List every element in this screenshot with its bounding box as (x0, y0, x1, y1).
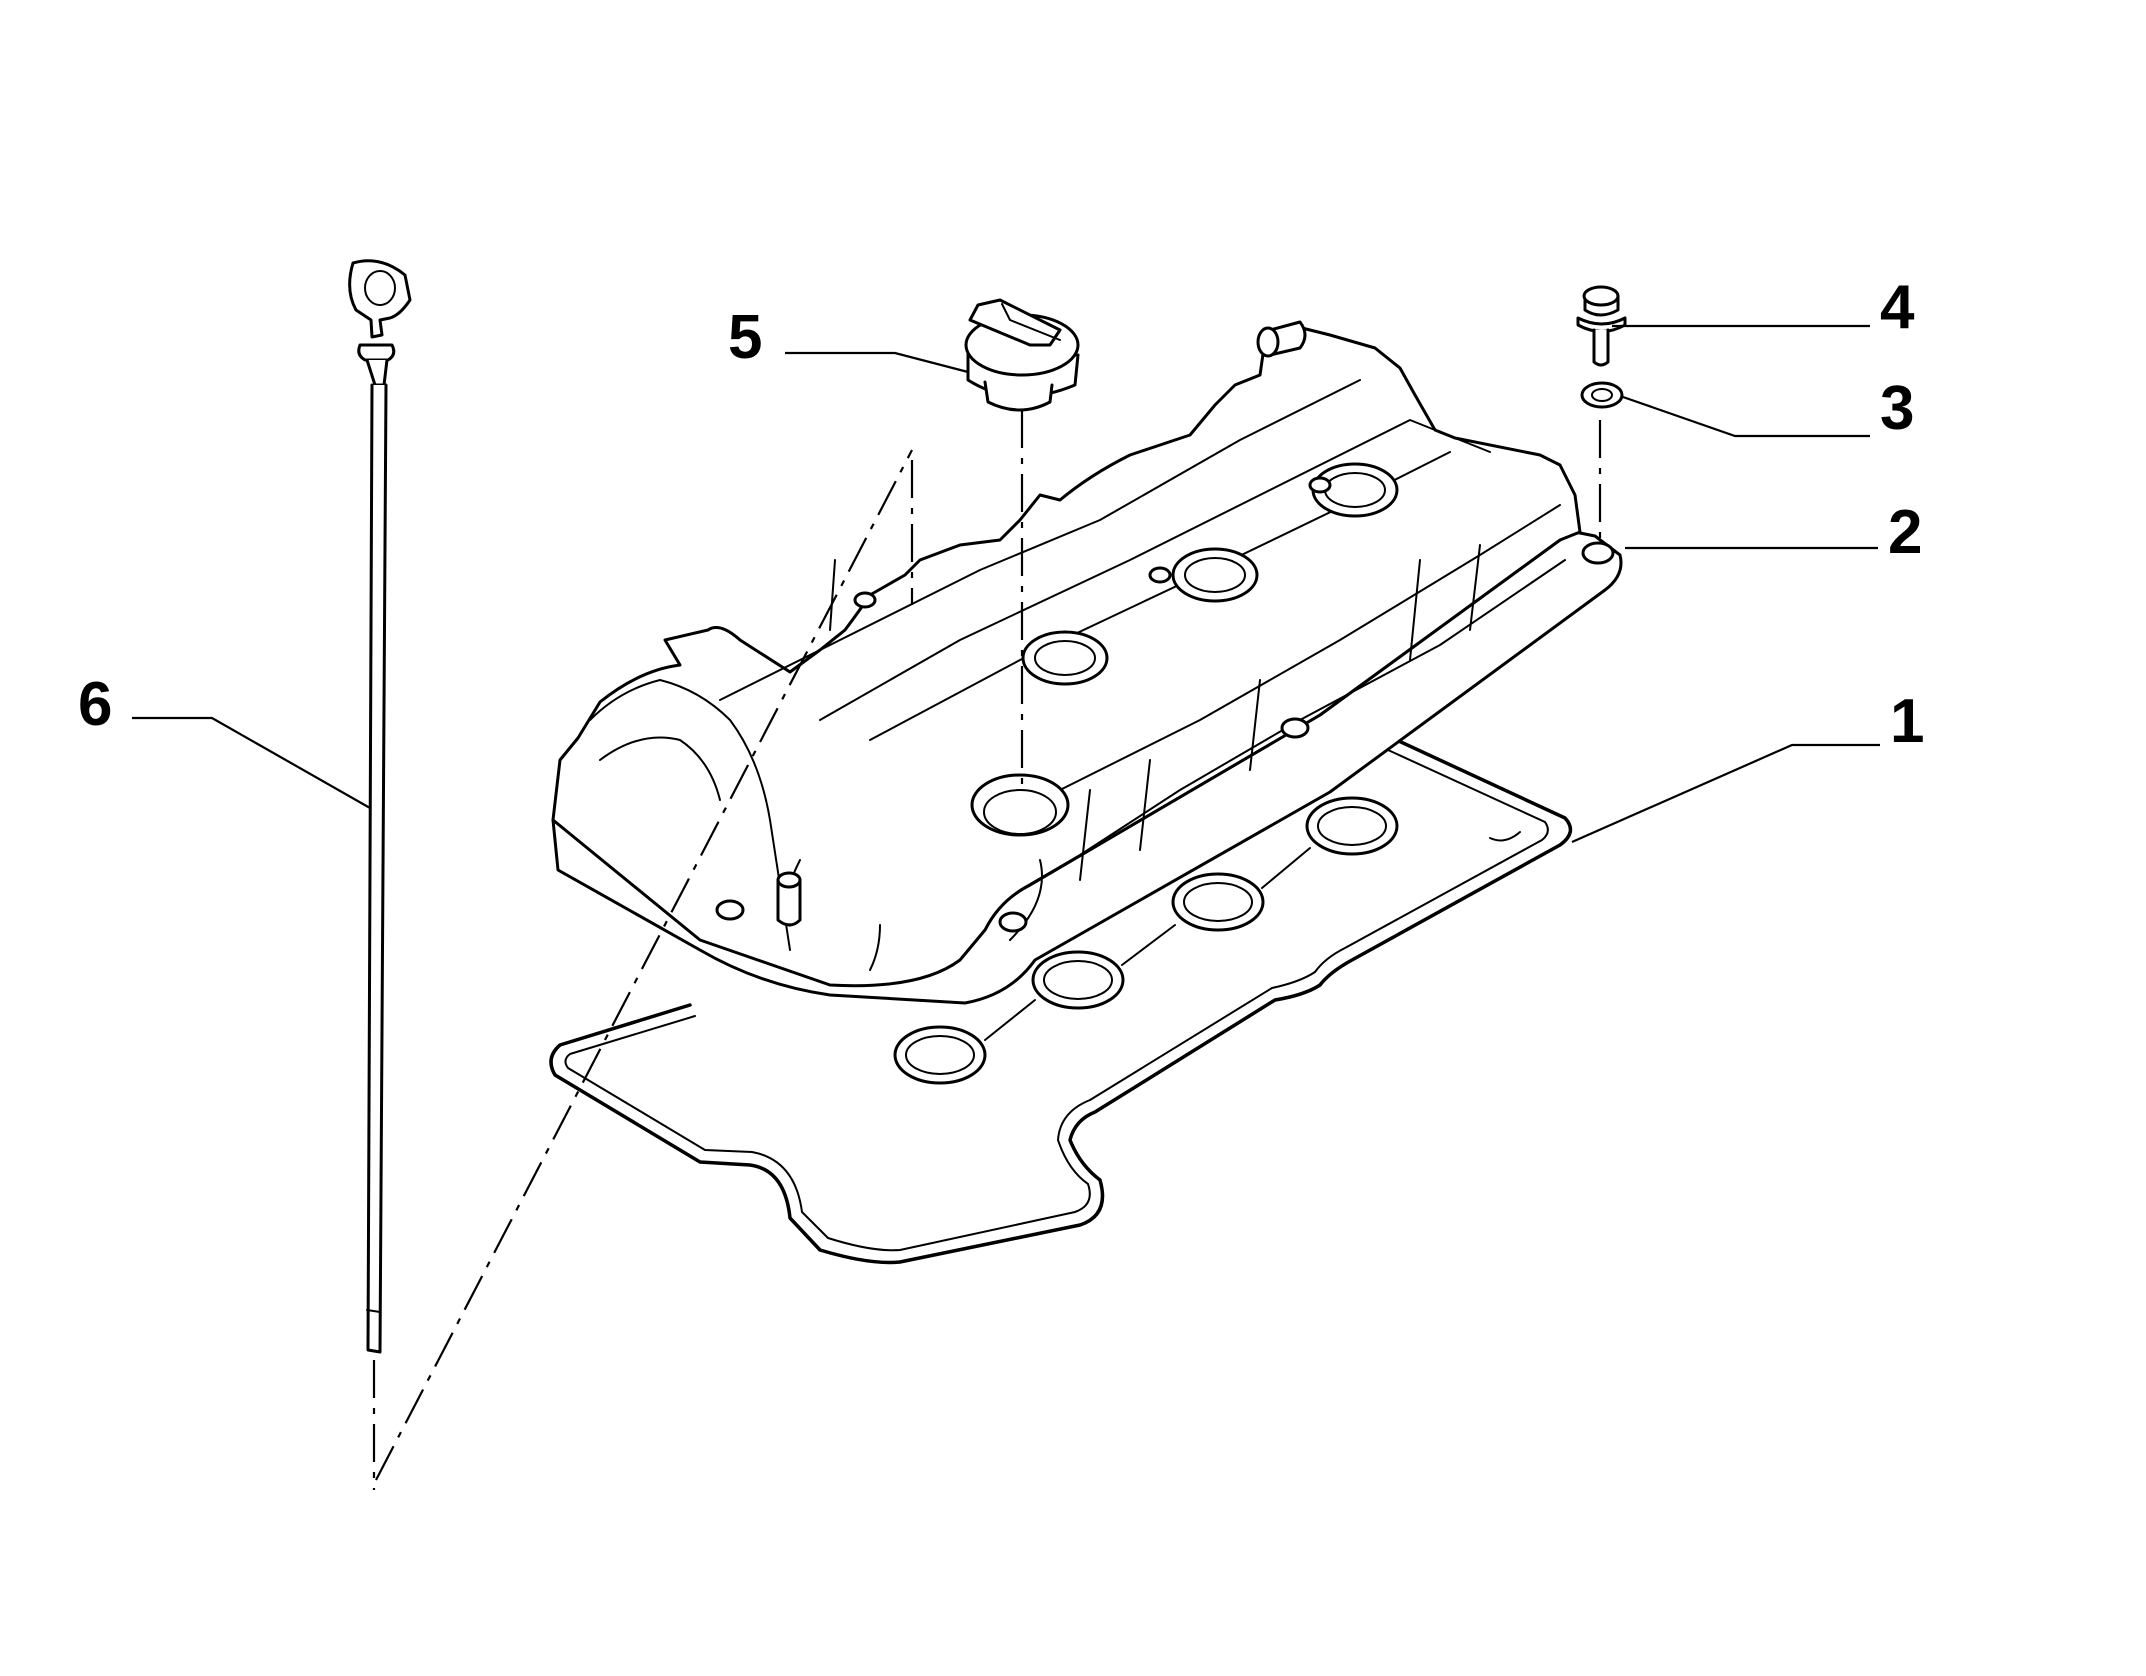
leader-3 (1622, 395, 1870, 438)
callout-6: 6 (78, 670, 112, 739)
oil-filler-cap-part (964, 298, 1080, 412)
callout-2: 2 (1888, 498, 1922, 567)
leader-lines (132, 324, 1880, 844)
washer-part (1580, 381, 1624, 409)
leader-1 (1571, 743, 1880, 844)
callout-numbers: 1 2 3 4 5 6 (78, 273, 1924, 756)
gasket-part (549, 728, 1573, 1265)
callout-5: 5 (728, 303, 762, 372)
dipstick-part (348, 259, 412, 1354)
cylinder-head-cover-part (551, 320, 1623, 1005)
callout-3: 3 (1880, 374, 1914, 443)
leader-6 (132, 716, 371, 809)
callout-1: 1 (1890, 687, 1924, 756)
gasket-port-rings (893, 796, 1399, 1085)
assembly-lines (372, 410, 1602, 1490)
callout-4: 4 (1880, 273, 1915, 342)
leader-5 (785, 351, 969, 374)
bolt-part (1576, 285, 1627, 367)
